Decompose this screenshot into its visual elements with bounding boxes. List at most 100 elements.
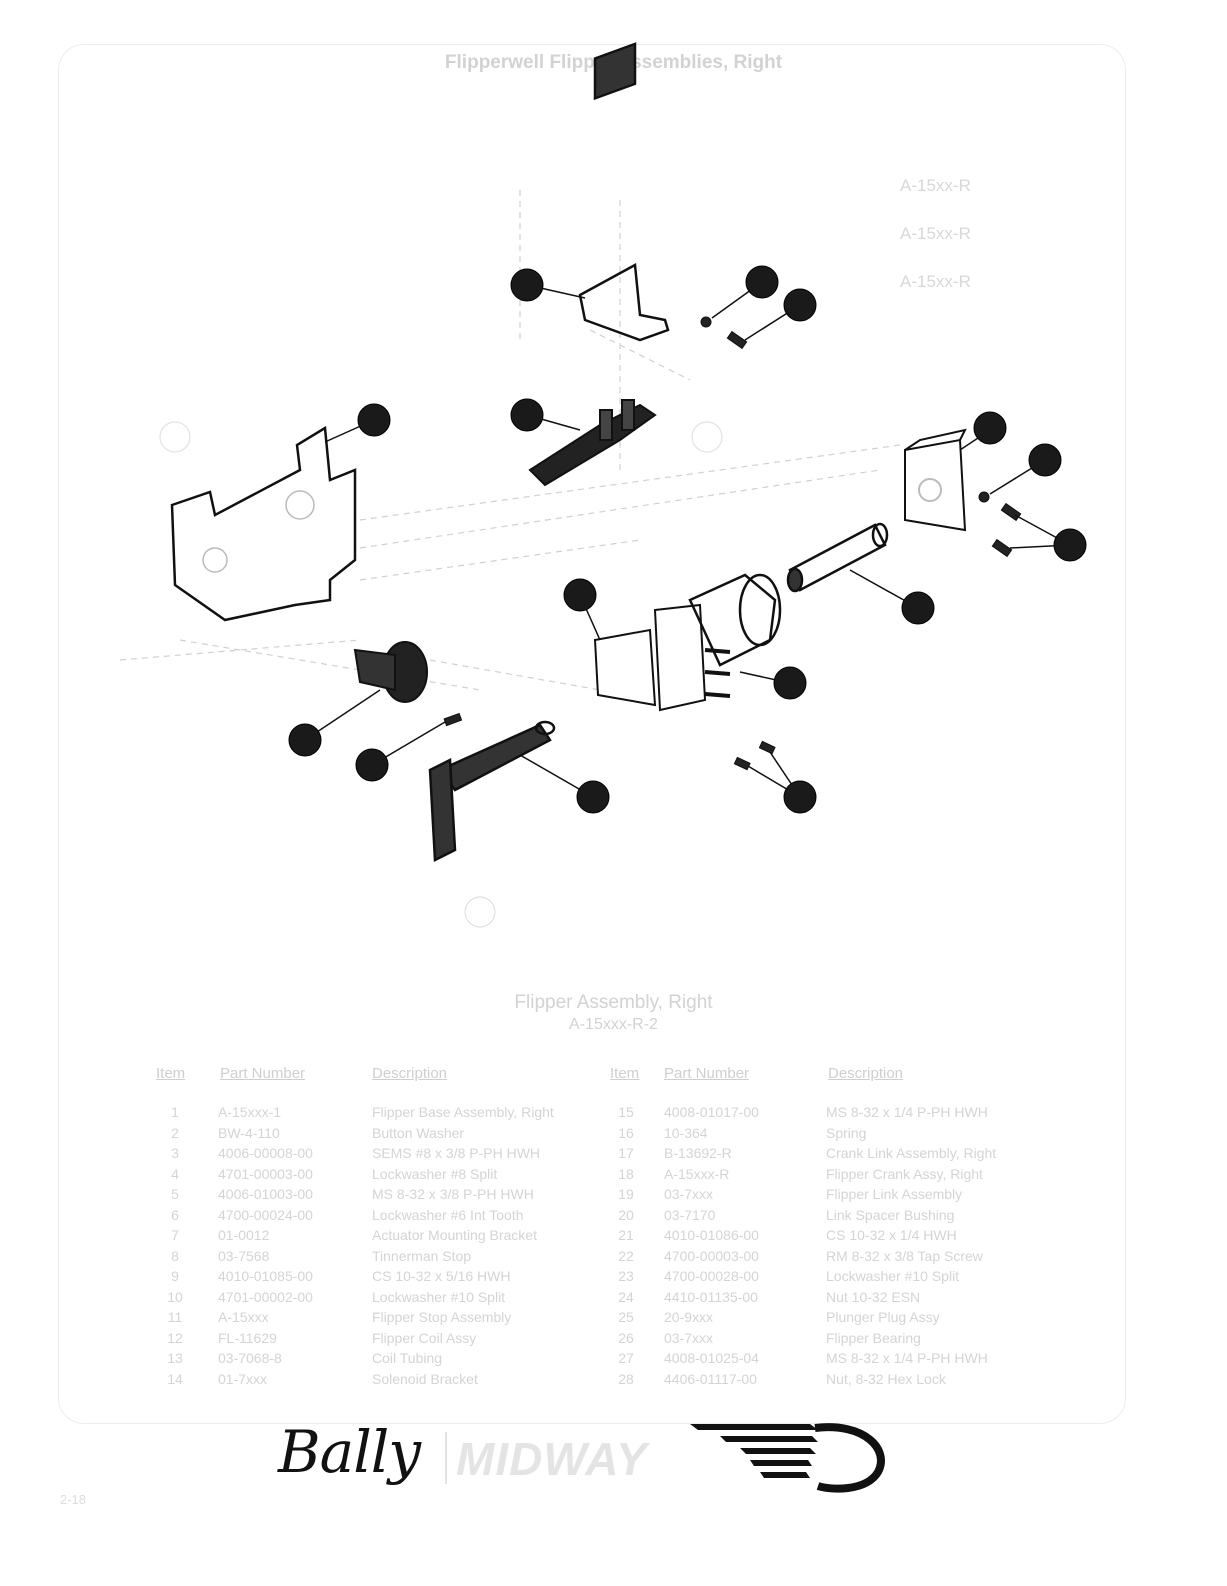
midway-logo: MIDWAY [456, 1433, 648, 1485]
table-cell: 13 [167, 1350, 183, 1366]
table-cell: 10 [167, 1288, 183, 1305]
table-cell: 4008-01017-00 [664, 1104, 759, 1120]
table-cell: 8 [171, 1247, 179, 1264]
table-cell: 4 [171, 1165, 179, 1182]
midway-wing-icon [690, 1423, 885, 1493]
faint-callout-bubbles [159, 421, 723, 928]
header-description-right: Description [828, 1065, 904, 1082]
header-item-right: Item [610, 1065, 640, 1082]
table-cell: Flipper Base Assembly, Right [372, 1104, 554, 1120]
table-cell: 03-7068-8 [218, 1350, 282, 1366]
table-cell: CS 10-32 x 1/4 HWH [826, 1227, 957, 1243]
table-cell: 4700-00003-00 [664, 1247, 759, 1264]
table-cell: Spring [826, 1124, 867, 1141]
table-cell: Flipper Crank Assy, Right [826, 1165, 983, 1182]
table-cell: 17 [618, 1145, 634, 1161]
table-cell: MS 8-32 x 3/8 P-PH HWH [372, 1186, 534, 1202]
table-cell: A-15xxx-1 [218, 1104, 282, 1120]
table-cell: 4006-01003-00 [218, 1186, 313, 1202]
flipper-shaft-part [353, 641, 428, 703]
header-part-number-right: Part Number [664, 1065, 750, 1082]
table-cell: Flipper Coil Assy [372, 1329, 477, 1346]
table-cell: 4410-01135-00 [664, 1288, 758, 1305]
table-cell: 24 [618, 1288, 634, 1305]
table-cell: 22 [618, 1247, 634, 1264]
table-cell: 01-7xxx [218, 1370, 268, 1387]
table-cell: 5 [171, 1186, 179, 1202]
coil-stop-bracket-part [593, 603, 731, 712]
callout-bubbles [288, 265, 1087, 814]
table-cell: 3 [171, 1145, 179, 1161]
header-item-left: Item [156, 1065, 186, 1082]
parts-table-title: Flipper Assembly, Right [514, 992, 713, 1013]
table-cell: 28 [618, 1370, 634, 1387]
table-cell: CS 10-32 x 5/16 HWH [372, 1268, 511, 1284]
table-cell: 4010-01085-00 [218, 1268, 313, 1284]
table-cell: 10-364 [664, 1124, 708, 1141]
table-cell: 03-7xxx [664, 1329, 714, 1346]
table-cell: Lockwasher #10 Split [372, 1288, 506, 1305]
header-part-number-left: Part Number [220, 1065, 306, 1082]
logo-divider [445, 1432, 447, 1484]
table-cell: 4008-01025-04 [664, 1350, 759, 1366]
table-cell: 7 [171, 1227, 179, 1243]
table-cell: 4701-00002-00 [218, 1288, 313, 1305]
table-cell: Nut 10-32 ESN [826, 1288, 921, 1305]
table-cell: 11 [167, 1309, 183, 1325]
parts-table-subtitle: A-15xxx-R-2 [569, 1016, 658, 1033]
right-item-column: 15 16 17 18 19 20 21 22 23 24 25 26 27 2… [614, 1102, 638, 1389]
left-description-column: Flipper Base Assembly, Right Button Wash… [372, 1102, 554, 1389]
table-cell: Plunger Plug Assy [826, 1309, 940, 1325]
table-cell: Tinnerman Stop [372, 1247, 472, 1264]
table-cell: 12 [167, 1329, 183, 1346]
table-cell: 15 [618, 1104, 634, 1120]
coil-part [688, 573, 782, 667]
table-cell: 03-7170 [664, 1206, 716, 1223]
table-cell: 27 [618, 1350, 634, 1366]
assembly-label-3: A-15xx-R [900, 272, 971, 291]
table-cell: 4006-00008-00 [218, 1145, 313, 1161]
page-number: 2-18 [60, 1492, 87, 1507]
page-frame [58, 44, 1126, 1424]
table-cell: 03-7568 [218, 1247, 270, 1264]
right-part-number-column: 4008-01017-00 10-364 B-13692-R A-15xxx-R… [664, 1102, 759, 1389]
table-cell: Flipper Link Assembly [826, 1186, 963, 1202]
table-cell: 4700-00028-00 [664, 1268, 759, 1284]
table-cell: 4700-00024-00 [218, 1206, 313, 1223]
table-cell: 4406-01117-00 [664, 1370, 757, 1387]
table-cell: 26 [618, 1329, 634, 1346]
top-bracket-part [578, 42, 670, 342]
table-cell: RM 8-32 x 3/8 Tap Screw [826, 1247, 983, 1264]
table-cell: 14 [167, 1370, 183, 1387]
left-item-column: 1 2 3 4 5 6 7 8 9 10 11 12 13 14 [165, 1102, 185, 1389]
base-plate-part [170, 425, 357, 622]
table-cell: A-15xxx-R [664, 1165, 730, 1182]
table-cell: Coil Tubing [372, 1350, 443, 1366]
plunger-part [786, 522, 889, 593]
flipper-stop-part [528, 399, 657, 487]
table-cell: 20-9xxx [664, 1309, 714, 1325]
table-cell: 2 [171, 1124, 179, 1141]
fastener-parts [443, 316, 1022, 771]
table-cell: Nut, 8-32 Hex Lock [826, 1370, 946, 1387]
table-cell: Lockwasher #10 Split [826, 1268, 960, 1284]
table-cell: A-15xxx [218, 1309, 269, 1325]
table-cell: MS 8-32 x 1/4 P-PH HWH [826, 1350, 988, 1366]
coil-bracket-part [904, 428, 967, 532]
table-cell: MS 8-32 x 1/4 P-PH HWH [826, 1104, 988, 1120]
table-cell: 6 [171, 1206, 179, 1223]
table-cell: Button Washer [372, 1124, 465, 1141]
table-cell: 21 [618, 1227, 634, 1243]
table-cell: Solenoid Bracket [372, 1370, 478, 1387]
table-cell: 25 [618, 1309, 634, 1325]
table-cell: 4010-01086-00 [664, 1227, 759, 1243]
table-cell: Crank Link Assembly, Right [826, 1145, 997, 1161]
table-cell: Lockwasher #8 Split [372, 1165, 498, 1182]
table-cell: Actuator Mounting Bracket [372, 1227, 537, 1243]
bally-logo: Bally [278, 1418, 421, 1486]
table-cell: 9 [171, 1268, 179, 1284]
header-description-left: Description [372, 1065, 448, 1082]
right-description-column: MS 8-32 x 1/4 P-PH HWH Spring Crank Link… [826, 1102, 996, 1389]
table-cell: Lockwasher #6 Int Tooth [372, 1206, 524, 1223]
exploded-parts-diagram [119, 42, 1087, 928]
